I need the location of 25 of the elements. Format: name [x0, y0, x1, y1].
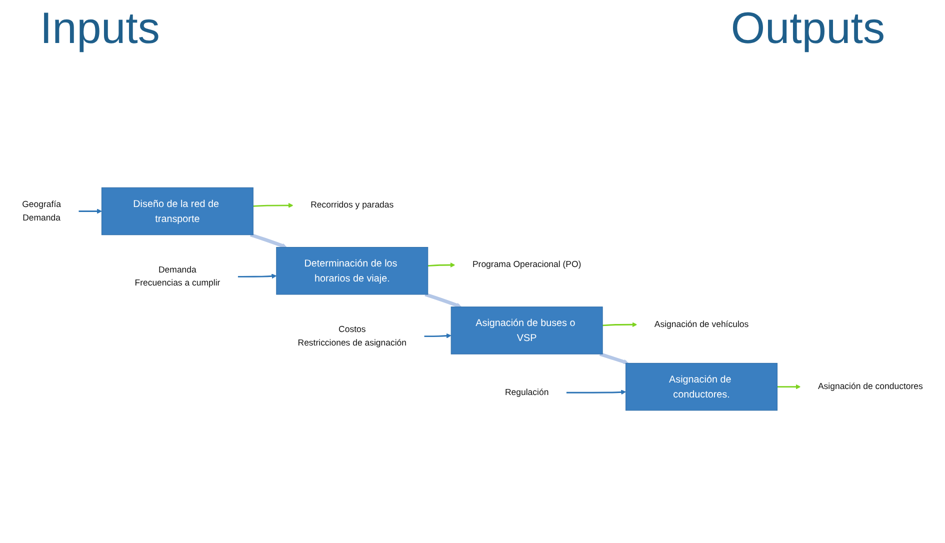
node-text: Geografía Demanda — [22, 199, 61, 222]
node-text: Recorridos y paradas — [310, 200, 394, 210]
heading: Inputs — [40, 4, 160, 55]
arrow — [428, 262, 456, 268]
node-box: Asignación de buses o VSP — [450, 306, 603, 354]
node-text: Regulación — [504, 387, 549, 398]
heading: Outputs — [730, 4, 885, 55]
arrow — [602, 322, 638, 328]
node-text: Demanda Frecuencias a cumplir — [134, 264, 220, 288]
arrow — [424, 292, 462, 308]
arrow — [424, 333, 452, 338]
arrow — [78, 208, 102, 214]
node-text: Asignación de conductores — [818, 381, 923, 392]
node-box: Determinación de los horarios de viaje. — [276, 246, 428, 295]
node-box: Asignación de conductores. — [626, 362, 778, 411]
arrow — [566, 390, 626, 395]
arrow — [777, 384, 801, 390]
node-box: Diseño de la red de transporte — [101, 187, 254, 236]
node-text: Costos Restricciones de asignación — [298, 324, 407, 348]
node-text: Asignación de vehículos — [654, 319, 749, 330]
node-text: Programa Operacional (PO) — [472, 260, 582, 270]
arrow — [238, 274, 277, 279]
arrow — [599, 352, 629, 364]
arrow — [250, 233, 287, 248]
arrow — [253, 202, 294, 208]
